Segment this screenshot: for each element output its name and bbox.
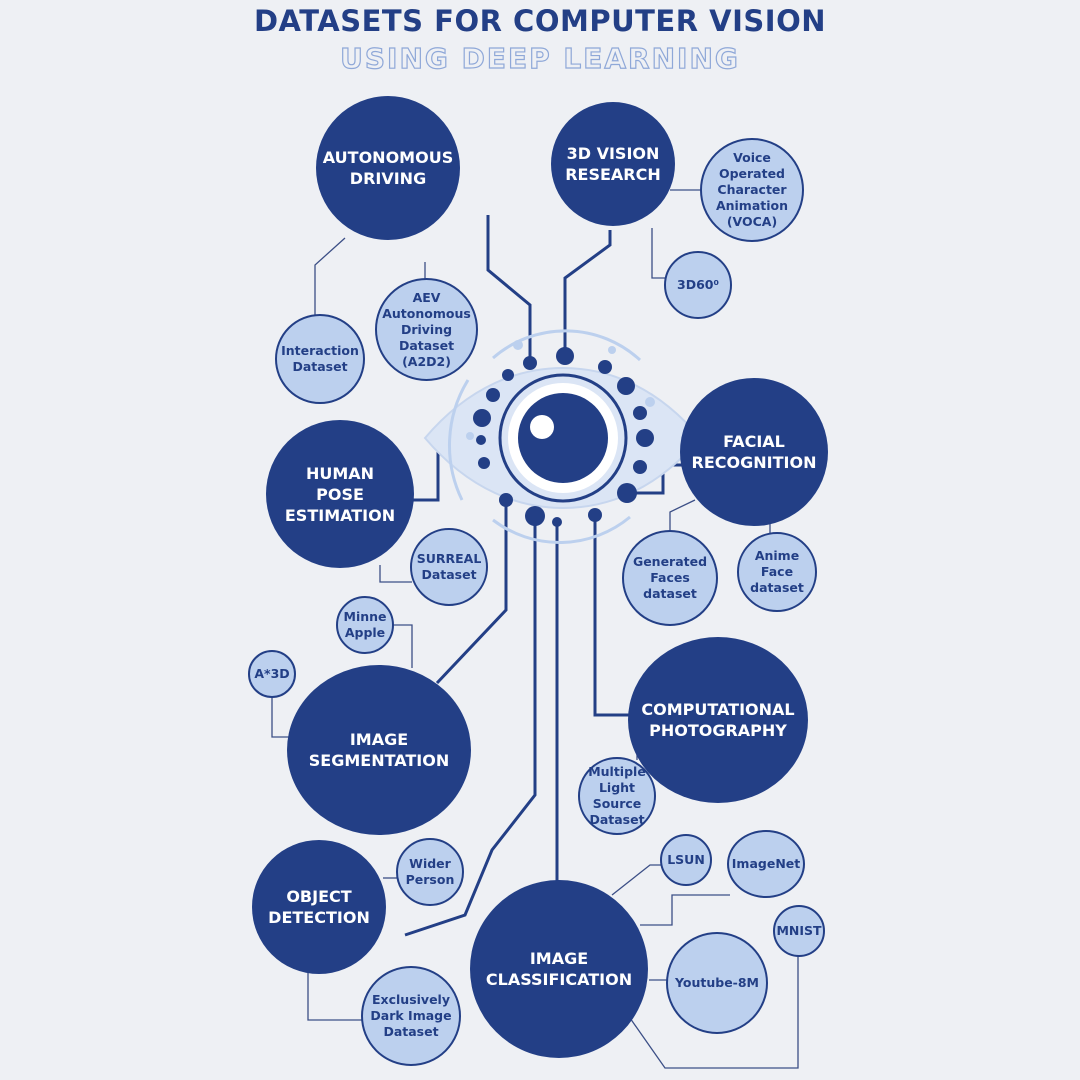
dataset-label: SURREAL Dataset <box>416 551 482 582</box>
connector-segmentation <box>435 500 508 685</box>
dataset-exclusively-dark: Exclusively Dark Image Dataset <box>361 966 461 1066</box>
category-autonomous-driving: AUTONOMOUS DRIVING <box>316 96 460 240</box>
link-surreal <box>379 565 412 583</box>
link-interaction <box>314 237 346 315</box>
category-object-detection: OBJECT DETECTION <box>252 840 386 974</box>
eye-iris <box>518 393 608 483</box>
dataset-label: Multiple Light Source Dataset <box>588 764 646 827</box>
dataset-3d60: 3D60⁰ <box>664 251 732 319</box>
category-label: FACIAL RECOGNITION <box>691 432 817 472</box>
eye-arcs <box>448 329 642 544</box>
category-label: COMPUTATIONAL PHOTOGRAPHY <box>641 700 795 740</box>
category-label: AUTONOMOUS DRIVING <box>322 148 454 188</box>
dataset-label: Exclusively Dark Image Dataset <box>370 992 452 1039</box>
link-lsun <box>611 864 663 896</box>
category-facial-recognition: FACIAL RECOGNITION <box>680 378 828 526</box>
dataset-wider-person: Wider Person <box>396 838 464 906</box>
category-label: IMAGE CLASSIFICATION <box>485 949 633 989</box>
link-imagenet <box>640 894 730 926</box>
dataset-label: Voice Operated Character Animation (VOCA… <box>715 150 789 229</box>
dataset-minne-apple: Minne Apple <box>336 596 394 654</box>
category-label: IMAGE SEGMENTATION <box>308 730 450 770</box>
page-subtitle: USING DEEP LEARNING <box>340 41 740 75</box>
dataset-label: A*3D <box>254 666 290 681</box>
dataset-label: LSUN <box>667 852 705 867</box>
dataset-surreal: SURREAL Dataset <box>410 528 488 606</box>
category-image-classification: IMAGE CLASSIFICATION <box>470 880 648 1058</box>
dataset-multiple-light-source: Multiple Light Source Dataset <box>578 757 656 835</box>
dataset-interaction: Interaction Dataset <box>275 314 365 404</box>
link-a3d <box>271 690 290 738</box>
connector-3d-vision <box>563 230 612 358</box>
dataset-youtube-8m: Youtube-8M <box>666 932 768 1034</box>
dataset-label: Anime Face dataset <box>750 548 804 595</box>
dataset-lsun: LSUN <box>660 834 712 886</box>
dataset-a3d: A*3D <box>248 650 296 698</box>
dataset-label: Minne Apple <box>343 609 387 640</box>
category-label: 3D VISION RESEARCH <box>565 144 661 184</box>
link-minne-apple <box>392 624 413 668</box>
dataset-label: AEV Autonomous Driving Dataset (A2D2) <box>382 289 471 369</box>
dataset-connectors <box>271 189 799 1069</box>
category-human-pose-estimation: HUMAN POSE ESTIMATION <box>266 420 414 568</box>
dataset-aev-a2d2: AEV Autonomous Driving Dataset (A2D2) <box>375 278 478 381</box>
category-computational-photography: COMPUTATIONAL PHOTOGRAPHY <box>628 637 808 803</box>
dataset-label: Youtube-8M <box>674 975 759 990</box>
link-mnist <box>629 945 799 1069</box>
link-generated-faces <box>669 499 696 533</box>
dataset-imagenet: ImageNet <box>727 830 805 898</box>
category-label: HUMAN POSE ESTIMATION <box>284 463 396 525</box>
dataset-label: Generated Faces dataset <box>632 554 708 601</box>
eye-ring-outer <box>498 373 628 503</box>
category-label: OBJECT DETECTION <box>268 887 370 927</box>
dataset-label: 3D60⁰ <box>677 277 719 292</box>
dataset-label: Interaction Dataset <box>281 343 359 374</box>
category-image-segmentation: IMAGE SEGMENTATION <box>287 665 471 835</box>
main-connectors <box>404 215 685 937</box>
dataset-voca: Voice Operated Character Animation (VOCA… <box>700 138 804 242</box>
category-3d-vision-research: 3D VISION RESEARCH <box>551 102 675 226</box>
link-3d60 <box>651 228 665 279</box>
eye-nodes <box>473 347 654 527</box>
eye-highlight <box>530 415 554 439</box>
link-exclusively-dark <box>307 965 363 1021</box>
dataset-anime-face: Anime Face dataset <box>737 532 817 612</box>
dataset-label: Wider Person <box>405 856 455 887</box>
dataset-generated-faces: Generated Faces dataset <box>622 530 718 626</box>
dataset-label: MNIST <box>776 923 822 938</box>
page-title: DATASETS FOR COMPUTER VISION <box>253 4 827 38</box>
dataset-mnist: MNIST <box>773 905 825 957</box>
eye-dots <box>466 340 655 440</box>
connector-object <box>404 516 537 937</box>
connector-autonomous <box>486 215 532 360</box>
dataset-label: ImageNet <box>731 856 801 871</box>
connector-photography <box>593 516 633 717</box>
